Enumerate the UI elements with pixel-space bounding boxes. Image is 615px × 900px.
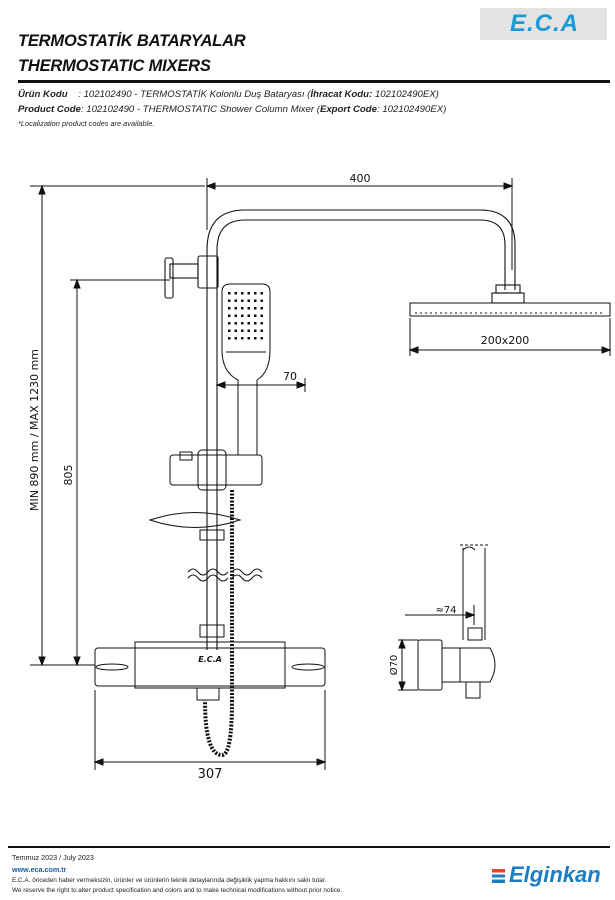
nozzle xyxy=(234,314,237,317)
label: Export Code xyxy=(319,104,377,115)
nozzle xyxy=(260,314,263,317)
eca-logo: E.C.A xyxy=(480,8,607,40)
disclaimer-en: We reserve the right to alter product sp… xyxy=(12,887,343,894)
nozzle xyxy=(254,337,257,340)
nozzle xyxy=(241,314,244,317)
dim-label: Ø70 xyxy=(388,655,400,676)
logo-text: E.C.A xyxy=(510,10,580,37)
nozzle xyxy=(234,307,237,310)
label: Ürün Kodu xyxy=(18,89,68,100)
nozzle xyxy=(228,314,231,317)
nozzle xyxy=(247,329,250,332)
value: : 102102490EX) xyxy=(376,104,447,115)
body-logo: E.C.A xyxy=(198,655,222,664)
dim-height-range: MIN 890 mm / MAX 1230 mm xyxy=(28,184,205,667)
elginkan-logo: Elginkan xyxy=(492,862,601,888)
product-code-en: Product Code: 102102490 - THERMOSTATIC S… xyxy=(18,104,446,115)
nozzle xyxy=(247,337,250,340)
nozzle xyxy=(228,337,231,340)
nozzle xyxy=(241,299,244,302)
dim-label: 400 xyxy=(350,172,371,185)
nozzle xyxy=(228,292,231,295)
nozzle xyxy=(241,337,244,340)
elginkan-mark-icon xyxy=(492,869,505,883)
nozzle xyxy=(241,307,244,310)
nozzle xyxy=(241,329,244,332)
dim-400: 400 xyxy=(205,172,514,270)
nozzle xyxy=(247,322,250,325)
product-code-tr: Ürün Kodu : 102102490 - TERMOSTATİK Kolo… xyxy=(18,89,439,100)
dim-805: 805 xyxy=(62,278,170,667)
break-marks xyxy=(187,568,263,638)
dim-label: 307 xyxy=(198,767,223,782)
value: : 102102490 - THERMOSTATIC Shower Column… xyxy=(80,104,320,115)
nozzle xyxy=(260,307,263,310)
footer-rule xyxy=(8,846,610,848)
nozzle xyxy=(228,329,231,332)
label: İhracat Kodu: xyxy=(310,89,373,100)
nozzle xyxy=(241,292,244,295)
nozzle xyxy=(254,322,257,325)
nozzle xyxy=(260,329,263,332)
side-view: Ø70 ≈74 xyxy=(388,544,496,699)
nozzle xyxy=(254,314,257,317)
nozzle xyxy=(260,337,263,340)
dim-label: 70 xyxy=(283,370,297,383)
dim-label: 200x200 xyxy=(481,334,530,347)
label: Product Code xyxy=(18,104,81,115)
footer-date: Temmuz 2023 / July 2023 xyxy=(12,853,94,862)
nozzle xyxy=(234,329,237,332)
value: : 102102490 - TERMOSTATİK Kolonlu Duş Ba… xyxy=(78,89,311,100)
localization-note: *Localization product codes are availabl… xyxy=(18,119,155,128)
spray-nozzles xyxy=(228,292,263,340)
overhead-shower: 200x200 xyxy=(408,302,612,356)
nozzle xyxy=(254,329,257,332)
value: 102102490EX) xyxy=(372,89,439,100)
nozzle xyxy=(228,307,231,310)
header-rule xyxy=(18,80,610,83)
nozzle xyxy=(254,292,257,295)
soap-dish xyxy=(148,512,242,541)
nozzle xyxy=(234,337,237,340)
dim-label: MIN 890 mm / MAX 1230 mm xyxy=(28,349,41,511)
title-tr: TERMOSTATİK BATARYALAR xyxy=(18,32,246,50)
nozzle xyxy=(254,307,257,310)
shower-column xyxy=(164,209,525,650)
slider-holder xyxy=(169,449,263,491)
nozzle xyxy=(247,314,250,317)
nozzle xyxy=(228,299,231,302)
title-en: THERMOSTATIC MIXERS xyxy=(18,57,211,75)
nozzle xyxy=(228,322,231,325)
footer-website[interactable]: www.eca.com.tr xyxy=(12,865,67,874)
nozzle xyxy=(247,307,250,310)
hand-shower: 70 xyxy=(215,283,307,456)
dim-label: 805 xyxy=(62,465,75,486)
nozzle xyxy=(260,299,263,302)
nozzle xyxy=(247,292,250,295)
disclaimer-tr: E.C.A. önceden haber vermeksizin, ürünle… xyxy=(12,877,327,884)
nozzle xyxy=(260,322,263,325)
nozzle xyxy=(260,292,263,295)
dim-label: ≈74 xyxy=(435,605,456,616)
nozzle xyxy=(241,322,244,325)
brand-text: Elginkan xyxy=(509,862,601,887)
nozzle xyxy=(247,299,250,302)
thermostat-body: E.C.A 307 xyxy=(93,641,327,782)
nozzle xyxy=(234,322,237,325)
nozzle xyxy=(254,299,257,302)
nozzle xyxy=(234,299,237,302)
nozzle xyxy=(234,292,237,295)
